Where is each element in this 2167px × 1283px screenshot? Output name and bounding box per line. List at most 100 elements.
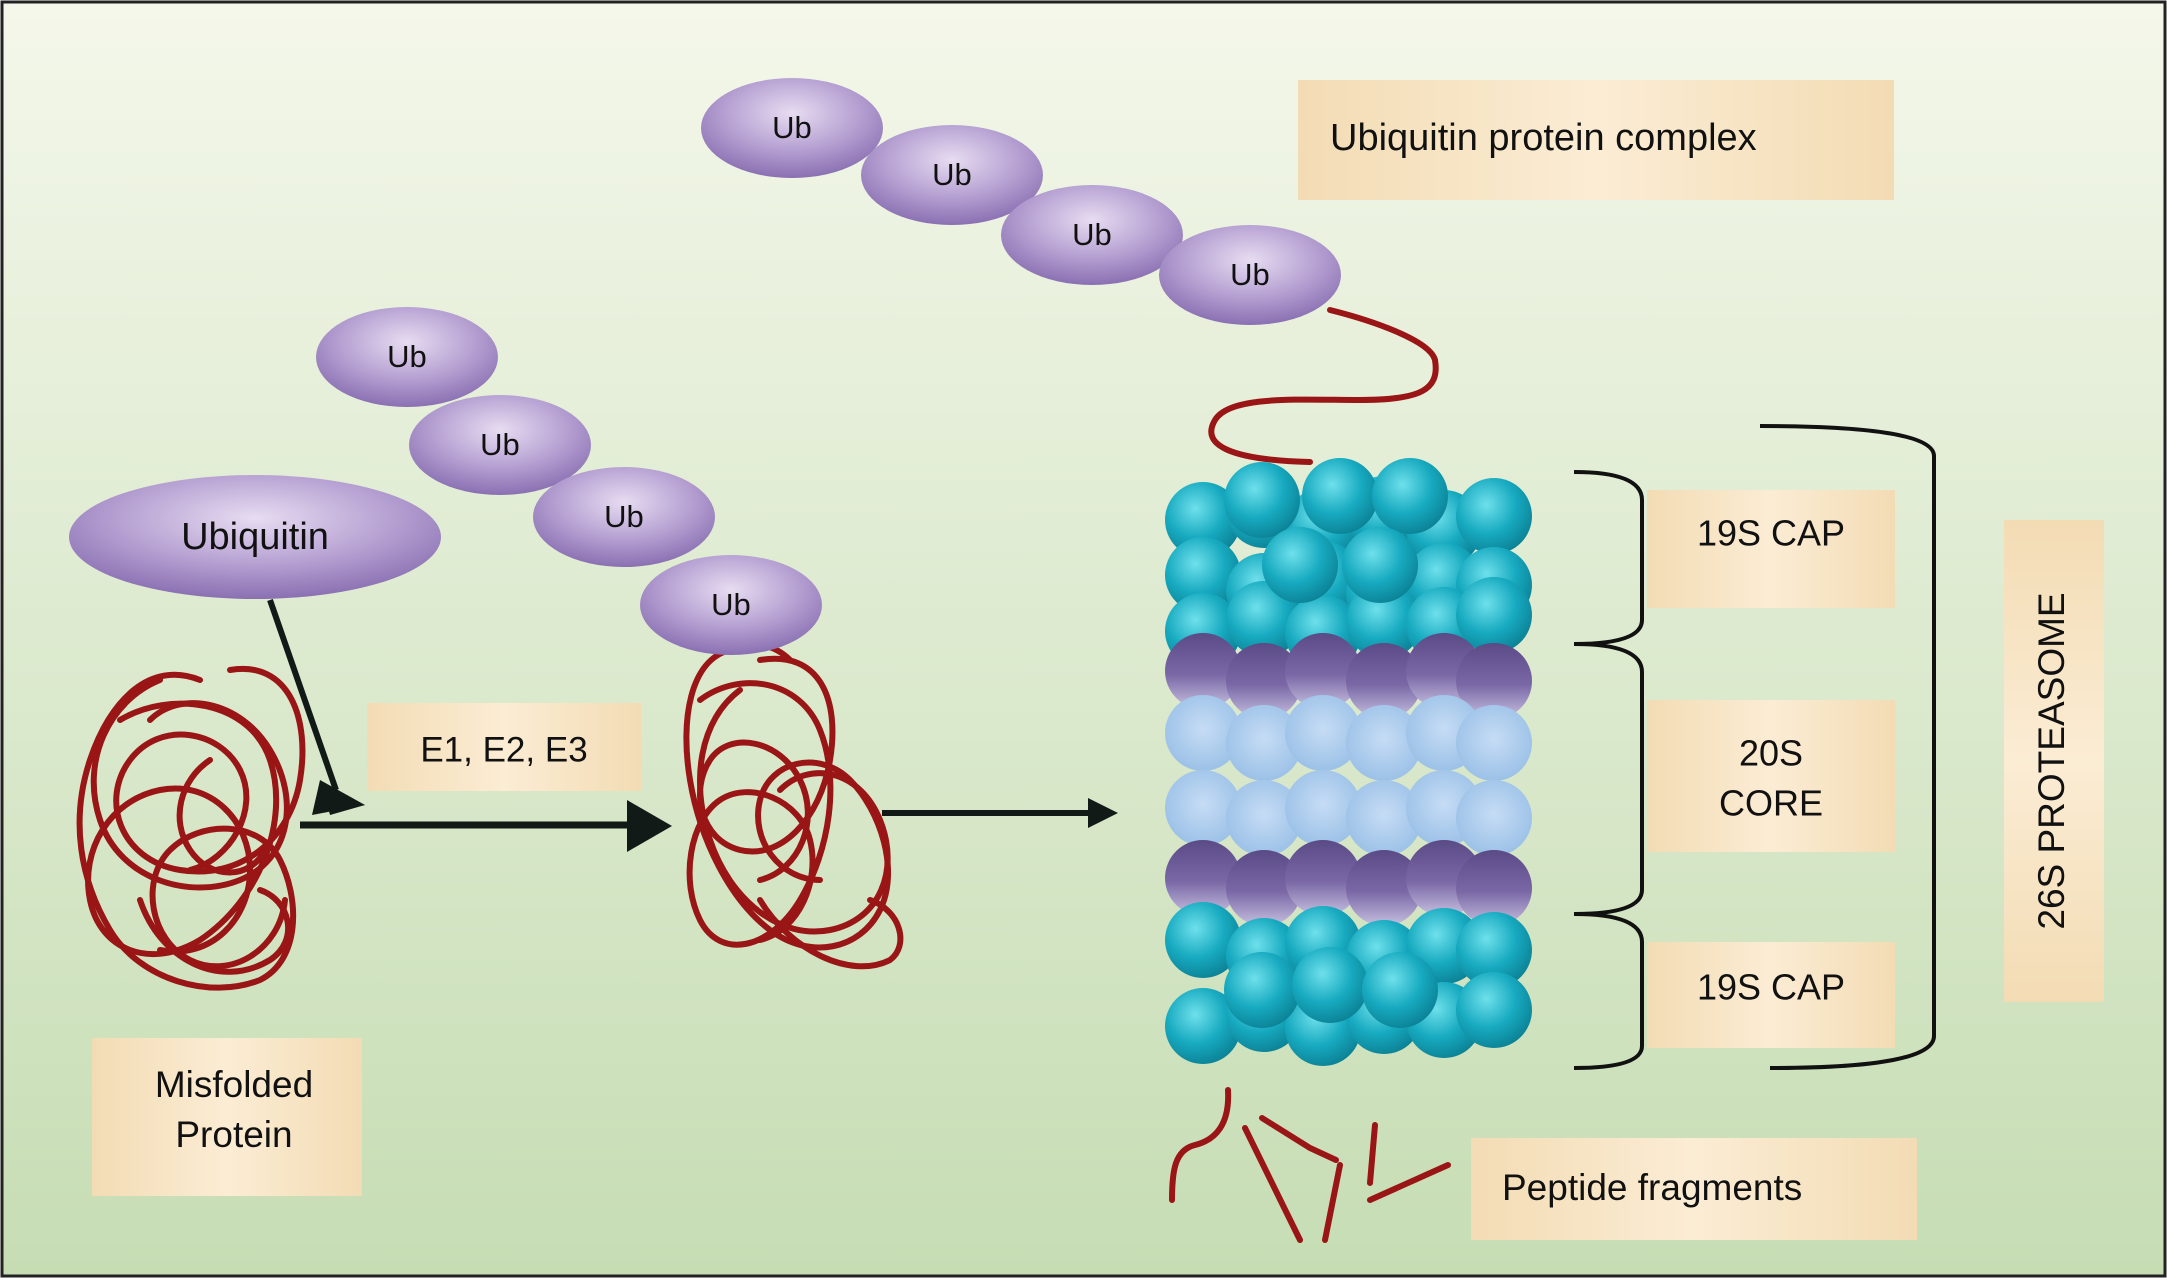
proteasome-sphere (1456, 705, 1532, 781)
proteasome-sphere (1224, 952, 1300, 1028)
misfolded-protein (76, 665, 306, 991)
ub-oval-shape (316, 307, 498, 407)
ubiquitin-oval (69, 475, 441, 599)
ub-oval-shape (1001, 185, 1183, 285)
proteasome-label-box: 26S PROTEASOME (2004, 520, 2104, 1002)
proteasome-bracket (1759, 424, 1936, 1070)
proteasome-sphere (1165, 695, 1241, 771)
misfolded-label-box: Misfolded Protein (92, 1038, 362, 1196)
proteasome-sphere (1456, 912, 1532, 988)
proteasome-sphere (1165, 770, 1241, 846)
ubiquitin-molecule: Ubiquitin (69, 475, 441, 599)
proteasome-sphere (1346, 780, 1422, 856)
proteasome (1165, 458, 1532, 1066)
ub-oval-shape (1159, 225, 1341, 325)
ub-oval-shape (533, 467, 715, 567)
proteasome-sphere (1165, 537, 1241, 613)
proteasome-sphere (1456, 972, 1532, 1048)
proteasome-sphere (1165, 902, 1241, 978)
core-bracket (1573, 642, 1644, 916)
proteasome-sphere (1346, 643, 1422, 719)
proteasome-sphere (1226, 780, 1302, 856)
proteasome-sphere (1372, 458, 1448, 534)
core-label-line-2: CORE (1719, 783, 1823, 824)
ub-oval-8: Ub (640, 555, 822, 655)
misfolded-label-line-1: Misfolded (155, 1064, 313, 1105)
proteasome-sphere (1285, 770, 1361, 846)
proteasome-sphere (1346, 583, 1422, 659)
proteasome-label: 26S PROTEASOME (2031, 592, 2072, 929)
ub-label: Ub (711, 587, 751, 622)
ub-oval-shape (701, 78, 883, 178)
proteasome-sphere (1456, 577, 1532, 653)
fragments-label-box: Peptide fragments (1471, 1138, 1917, 1240)
proteasome-sphere (1456, 643, 1532, 719)
ub-label: Ub (604, 499, 644, 534)
fragments-label: Peptide fragments (1502, 1167, 1802, 1208)
proteasome-sphere (1165, 840, 1241, 916)
proteasome-sphere (1456, 850, 1532, 926)
cap-bottom-bracket (1573, 912, 1644, 1070)
proteasome-sphere (1165, 988, 1241, 1064)
proteasome-sphere (1456, 780, 1532, 856)
proteasome-sphere (1285, 633, 1361, 709)
proteasome-sphere (1346, 850, 1422, 926)
ub-oval-shape (409, 395, 591, 495)
ub-label: Ub (387, 339, 427, 374)
cap-bottom-label: 19S CAP (1697, 967, 1845, 1008)
main-arrow-head (627, 800, 672, 852)
ub-oval-4: Ub (1159, 225, 1341, 325)
proteasome-sphere (1342, 527, 1418, 603)
return-arrow-head (323, 789, 365, 815)
complex-label-box: Ubiquitin protein complex (1298, 80, 1894, 200)
enzymes-label-box: E1, E2, E3 (367, 703, 641, 791)
complex-label: Ubiquitin protein complex (1330, 117, 1757, 159)
proteasome-sphere (1285, 695, 1361, 771)
arrows (267, 599, 1118, 852)
proteasome-sphere (1292, 947, 1368, 1023)
core-label-box: 20S CORE (1647, 700, 1895, 852)
misfolded-label-line-2: Protein (175, 1114, 292, 1155)
proteasome-sphere (1362, 952, 1438, 1028)
proteasome-sphere (1456, 478, 1532, 554)
ub-oval-shape (861, 125, 1043, 225)
proteasome-sphere (1226, 850, 1302, 926)
ub-label: Ub (772, 110, 812, 145)
substrate-strand (1208, 307, 1439, 465)
ub-oval-1: Ub (701, 78, 883, 178)
ub-oval-5: Ub (316, 307, 498, 407)
brackets (1573, 424, 1936, 1070)
proteasome-sphere (1165, 482, 1241, 558)
ub-label: Ub (480, 427, 520, 462)
ub-oval-shape (640, 555, 822, 655)
peptide-fragments (1169, 1087, 1451, 1243)
proteasome-sphere (1302, 458, 1378, 534)
ub-oval-3: Ub (1001, 185, 1183, 285)
ub-oval-6: Ub (409, 395, 591, 495)
proteasome-sphere (1165, 633, 1241, 709)
proteasome-sphere (1226, 581, 1302, 657)
ub-label: Ub (932, 157, 972, 192)
ub-oval-7: Ub (533, 467, 715, 567)
ubiquitin-label: Ubiquitin (181, 516, 329, 558)
proteasome-sphere (1262, 527, 1338, 603)
to-proteasome-arrow-head (1088, 798, 1118, 828)
cap-top-bracket (1573, 470, 1644, 646)
proteasome-sphere (1226, 705, 1302, 781)
proteasome-sphere (1226, 643, 1302, 719)
ubiquitin-arrow-stem (267, 599, 339, 791)
enzymes-label: E1, E2, E3 (420, 730, 587, 769)
core-label-line-1: 20S (1739, 733, 1803, 774)
proteasome-sphere (1346, 705, 1422, 781)
ub-oval-2: Ub (861, 125, 1043, 225)
cap-bottom-label-box: 19S CAP (1647, 942, 1895, 1048)
ub-label: Ub (1230, 257, 1270, 292)
cap-top-label-box: 19S CAP (1647, 490, 1895, 608)
cap-top-label: 19S CAP (1697, 513, 1845, 554)
ub-label: Ub (1072, 217, 1112, 252)
proteasome-sphere (1224, 462, 1300, 538)
proteasome-sphere (1285, 840, 1361, 916)
